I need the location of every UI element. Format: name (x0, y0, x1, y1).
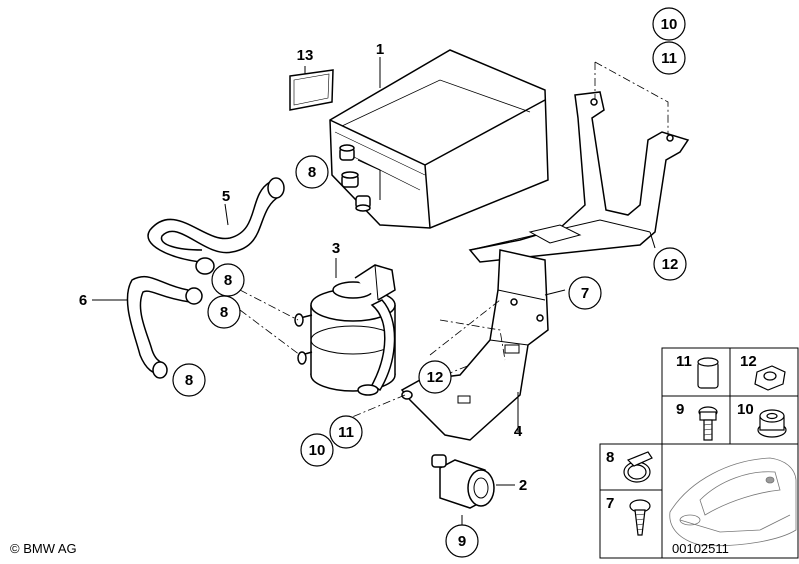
callout-8d: 8 (172, 363, 206, 397)
small-parts-legend (599, 347, 799, 559)
callout-12b: 12 (653, 247, 687, 281)
svg-text:6: 6 (79, 292, 87, 309)
car-location-icon (669, 457, 797, 546)
diagram-number: 00102511 (672, 541, 729, 556)
part-5-hose (147, 177, 285, 275)
svg-text:8: 8 (224, 272, 232, 289)
part-13-label-plate (289, 69, 334, 111)
part-4-bracket (400, 249, 549, 441)
svg-text:8: 8 (220, 304, 228, 321)
svg-text:10: 10 (661, 16, 678, 33)
svg-text:4: 4 (514, 423, 523, 440)
svg-text:12: 12 (427, 369, 444, 386)
svg-text:11: 11 (661, 50, 677, 67)
svg-text:3: 3 (332, 240, 340, 257)
legend-bolt-icon (698, 406, 718, 441)
svg-text:1: 1 (376, 41, 384, 58)
callout-7: 7 (568, 276, 602, 310)
callout-11a: 11 (329, 415, 363, 449)
svg-text:11: 11 (676, 353, 692, 370)
svg-text:7: 7 (581, 285, 589, 302)
callout-3: 3 (332, 240, 340, 257)
legend-labels: 11 12 9 10 8 7 (606, 353, 757, 512)
callout-10b: 10 (652, 7, 686, 41)
svg-text:12: 12 (662, 256, 679, 273)
svg-text:7: 7 (606, 495, 614, 512)
svg-text:5: 5 (222, 188, 230, 205)
callout-6: 6 (79, 292, 87, 309)
svg-text:10: 10 (737, 401, 754, 418)
callout-8b: 8 (211, 263, 245, 297)
callout-12a: 12 (418, 360, 452, 394)
part-2-filter (431, 454, 495, 509)
callout-5: 5 (222, 188, 230, 205)
callout-11b: 11 (652, 41, 686, 75)
callout-9: 9 (445, 524, 479, 558)
svg-text:9: 9 (458, 533, 466, 550)
callout-2: 2 (519, 477, 527, 494)
svg-text:8: 8 (308, 164, 316, 181)
legend-nut-icon (754, 365, 786, 391)
svg-text:2: 2 (519, 477, 527, 494)
callout-10a: 10 (300, 433, 334, 467)
callout-8c: 8 (207, 295, 241, 329)
callout-8a: 8 (295, 155, 329, 189)
solid-leaders (92, 57, 656, 532)
svg-text:12: 12 (740, 353, 757, 370)
part-1-charcoal-canister (329, 49, 549, 229)
callout-13: 13 (297, 47, 314, 64)
legend-sleeve-icon (697, 357, 719, 389)
part-6-hose (126, 275, 203, 379)
svg-text:10: 10 (309, 442, 326, 459)
callout-1: 1 (376, 41, 384, 58)
svg-text:11: 11 (338, 424, 354, 441)
callout-4: 4 (514, 423, 523, 440)
legend-hose-clamp-icon (623, 451, 653, 483)
copyright-text: © BMW AG (10, 541, 77, 556)
svg-text:8: 8 (185, 372, 193, 389)
part-bracket-upper (468, 91, 690, 263)
svg-text:13: 13 (297, 47, 314, 64)
part-3-valve (294, 264, 396, 396)
legend-grommet-icon (757, 409, 787, 438)
svg-text:9: 9 (676, 401, 684, 418)
legend-screw-icon (629, 499, 651, 536)
svg-text:8: 8 (606, 449, 614, 466)
